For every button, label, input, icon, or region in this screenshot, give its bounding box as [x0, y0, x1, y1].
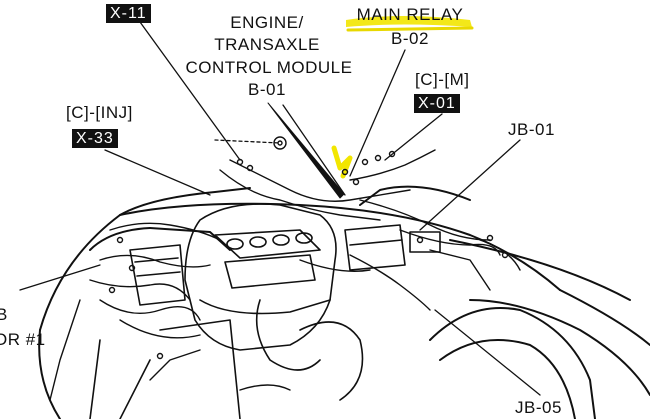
wiring-harness [49, 136, 521, 401]
main-relay-label: MAIN RELAY [356, 5, 464, 24]
leader-lines [19, 21, 541, 396]
cinj-bracket-label: [C]-[INJ] [66, 103, 133, 122]
cut-off-label-or1: OR #1 [0, 330, 46, 349]
ecm-label-line1: ENGINE/ [230, 13, 304, 32]
car-body-outline [38, 185, 650, 419]
connector-tag-x33: X-33 [72, 129, 118, 148]
ecm-label-line3: CONTROL MODULE [185, 58, 353, 77]
engine-block [89, 203, 441, 419]
ecm-code: B-01 [248, 80, 286, 99]
ecm-label-line2: TRANSAXLE [214, 35, 320, 54]
cm-bracket-label: [C]-[M] [415, 70, 470, 89]
hand-arrow-mark [331, 145, 353, 179]
junction-block-jb01: JB-01 [508, 120, 555, 139]
cut-off-label-b: B [0, 305, 8, 324]
main-relay-code: B-02 [391, 29, 429, 48]
connector-tag-x11: X-11 [106, 4, 151, 23]
junction-block-jb05: JB-05 [515, 398, 562, 417]
main-relay-underline [346, 26, 474, 32]
ecm-pointer [267, 102, 345, 199]
main-relay-highlight [346, 16, 472, 27]
connector-tag-x01: X-01 [414, 94, 460, 113]
